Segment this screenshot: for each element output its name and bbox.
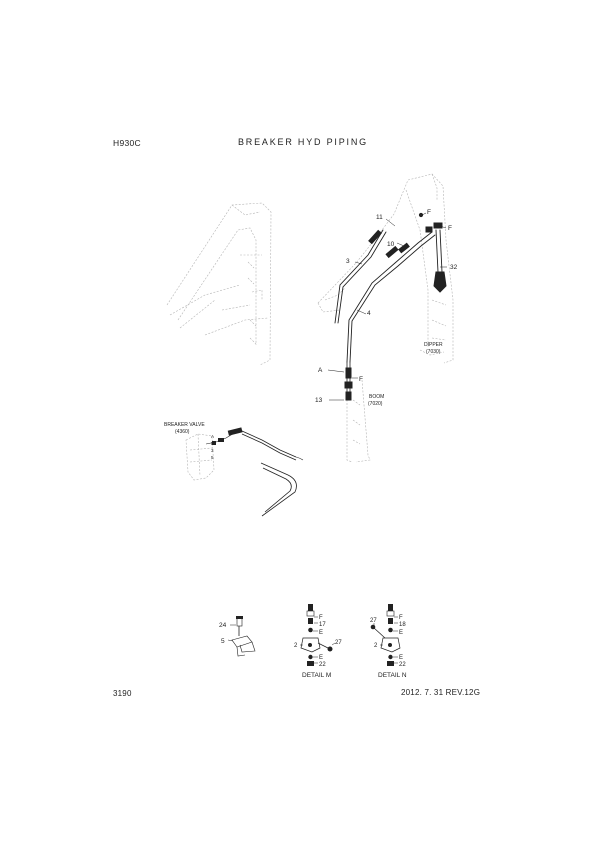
valve-port-3: 3 bbox=[211, 448, 214, 453]
n-callout-22: 22 bbox=[399, 662, 406, 668]
callout-a: A bbox=[318, 367, 323, 374]
m-callout-27: 27 bbox=[335, 640, 342, 646]
m-callout-f: F bbox=[319, 615, 323, 621]
leader-lines bbox=[327, 212, 447, 401]
n-callout-e-upper: E bbox=[399, 630, 403, 636]
detail-n-title: DETAIL N bbox=[378, 672, 407, 679]
boom-structure-outline bbox=[166, 202, 272, 366]
callout-f-right: F bbox=[448, 225, 452, 232]
detail-m: F 17 E 27 2 E 22 DETAIL M bbox=[294, 604, 342, 679]
breaker-valve-label: BREAKER VALVE bbox=[164, 422, 205, 428]
callout-f-top: F bbox=[427, 209, 431, 216]
page-number: 3190 bbox=[113, 689, 132, 698]
callout-5: 5 bbox=[221, 638, 225, 645]
dipper-structure-outline bbox=[317, 173, 454, 463]
m-callout-e-lower: E bbox=[319, 655, 323, 661]
n-callout-f: F bbox=[399, 615, 403, 621]
callout-f-bottom: F bbox=[359, 376, 363, 383]
valve-port-b: B bbox=[211, 441, 214, 446]
n-callout-18: 18 bbox=[399, 622, 406, 628]
breaker-valve-code: (4360) bbox=[175, 429, 190, 435]
boom-code: (7020) bbox=[368, 401, 383, 407]
valve-port-a: A bbox=[211, 434, 214, 439]
main-callouts: 11 F F 10 3 32 4 A F 13 bbox=[315, 209, 458, 404]
page-title: BREAKER HYD PIPING bbox=[238, 137, 368, 147]
callout-3: 3 bbox=[346, 258, 350, 265]
m-callout-2: 2 bbox=[294, 643, 298, 649]
breaker-valve-assembly: A B 3 5 bbox=[185, 427, 304, 481]
detail-n: 27 F 18 E 2 E 22 DETAIL N bbox=[370, 604, 407, 679]
bent-pipe bbox=[260, 462, 297, 517]
boom-label: BOOM bbox=[369, 394, 384, 400]
hose-fittings bbox=[344, 212, 447, 401]
m-callout-e-upper: E bbox=[319, 630, 323, 636]
dipper-code: (7030) bbox=[426, 349, 441, 355]
callout-32: 32 bbox=[450, 264, 458, 271]
n-callout-2: 2 bbox=[374, 643, 378, 649]
dipper-label: DIPPER bbox=[424, 342, 443, 348]
callout-10: 10 bbox=[387, 241, 395, 248]
callout-13: 13 bbox=[315, 397, 323, 404]
detail-m-title: DETAIL M bbox=[302, 672, 331, 679]
date-revision: 2012. 7. 31 REV.12G bbox=[401, 688, 481, 697]
m-callout-17: 17 bbox=[319, 622, 326, 628]
callout-24: 24 bbox=[219, 622, 227, 629]
n-callout-27: 27 bbox=[370, 618, 377, 624]
callout-11: 11 bbox=[376, 214, 383, 221]
model-code: H930C bbox=[113, 138, 141, 148]
assembly-labels: DIPPER (7030) BOOM (7020) BREAKER VALVE … bbox=[164, 342, 443, 435]
callout-4: 4 bbox=[367, 310, 371, 317]
m-callout-22: 22 bbox=[319, 662, 326, 668]
n-callout-e-lower: E bbox=[399, 655, 403, 661]
clamp-detail: 24 5 bbox=[219, 616, 256, 657]
valve-port-5: 5 bbox=[211, 455, 214, 460]
